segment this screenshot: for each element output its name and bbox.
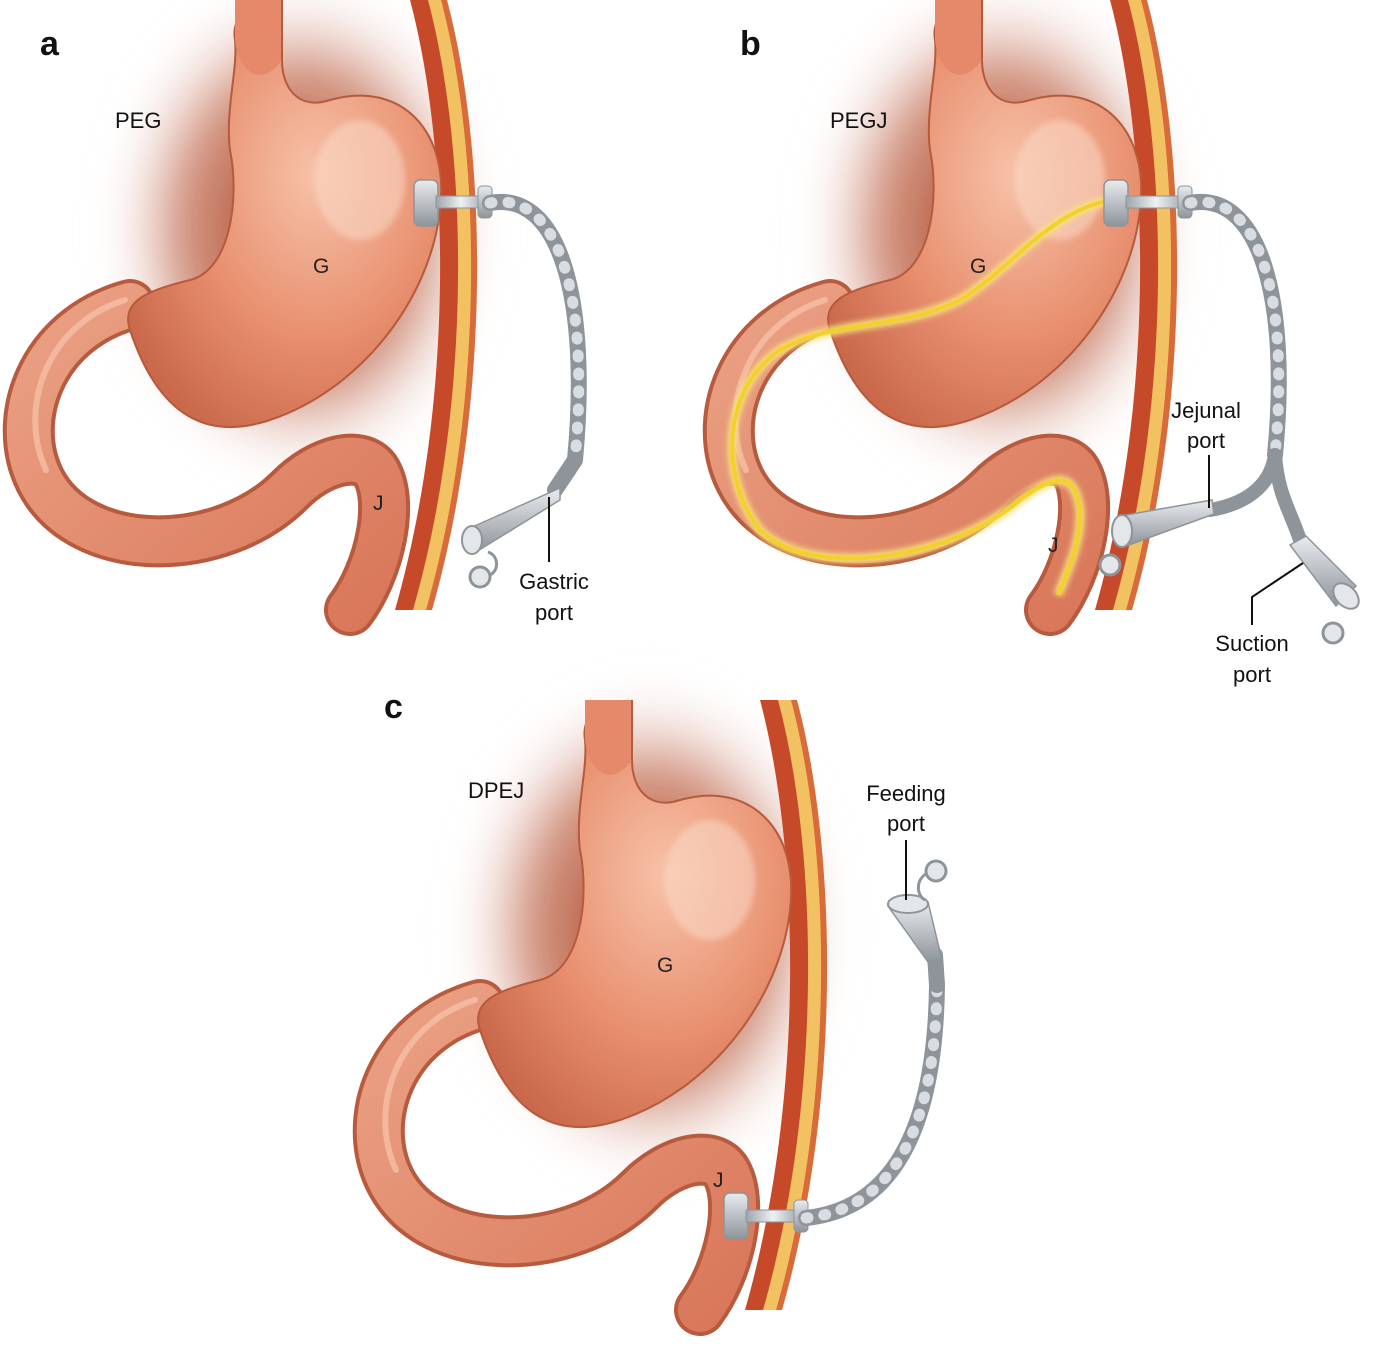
dpej-tube [723, 859, 948, 1240]
gastric-port-label-1: Gastric [519, 569, 589, 594]
panel-letter-b: b [740, 25, 761, 63]
panel-letter-a: a [40, 25, 60, 63]
jejunal-extension-tube [730, 198, 1113, 596]
suction-port-leader [1251, 562, 1304, 625]
stomach-label-c: G [657, 954, 673, 977]
jejunum-label-c: J [713, 1169, 724, 1192]
feeding-port-label-2: port [887, 811, 925, 836]
panel-title-dpej: DPEJ [468, 778, 524, 803]
suction-port-label-2: port [1233, 662, 1271, 687]
gastric-port-label-2: port [535, 600, 573, 625]
panel-title-peg: PEG [115, 108, 161, 133]
feeding-port-label-1: Feeding [866, 781, 946, 806]
jejunal-port-label-2: port [1187, 428, 1225, 453]
panel-a: a PEG G J Gastric port [29, 0, 589, 625]
jejunum-label-b: J [1048, 534, 1059, 557]
stomach-label-b: G [970, 255, 986, 278]
panel-b: b PEGJ G J Jejunal port Suction port [729, 0, 1360, 687]
jejunum-label: J [373, 492, 384, 515]
suction-port-label-1: Suction [1215, 631, 1288, 656]
pegj-tube [1098, 179, 1360, 645]
panel-letter-c: c [384, 688, 403, 726]
panel-title-pegj: PEGJ [830, 108, 887, 133]
jejunal-port-label-1: Jejunal [1171, 398, 1241, 423]
stomach-label: G [313, 255, 329, 278]
peg-tube [413, 179, 587, 589]
panel-c: c DPEJ G J Feeding port [379, 670, 948, 1310]
